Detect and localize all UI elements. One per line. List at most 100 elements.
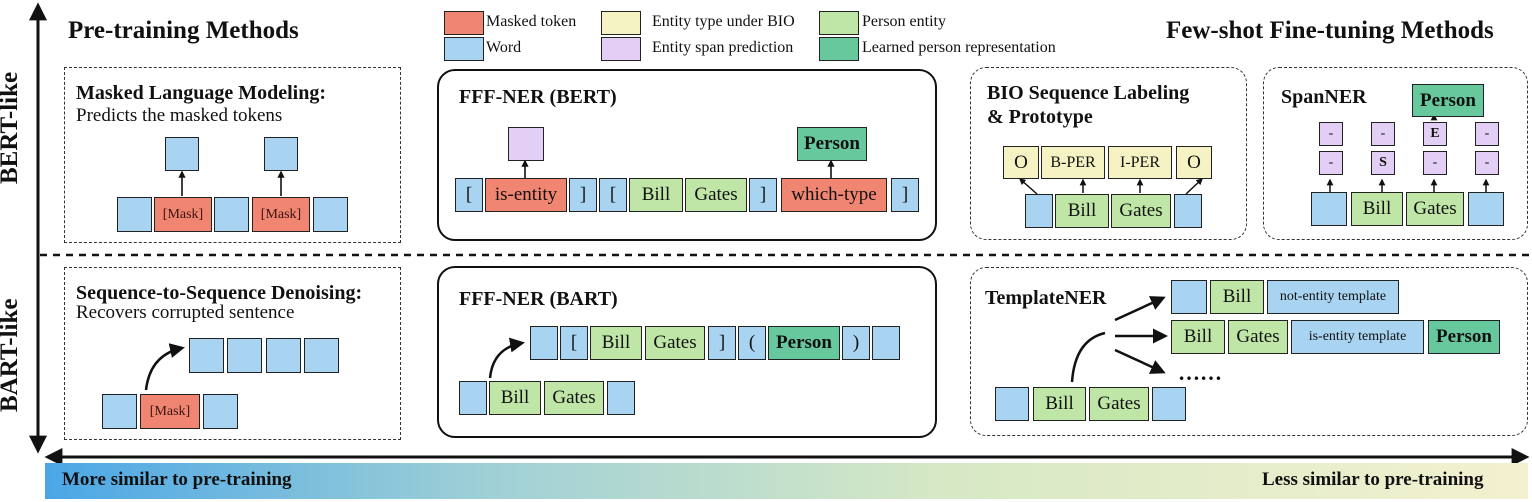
bracket-token: ]	[708, 326, 736, 360]
s2s-title: Sequence-to-Sequence Denoising:	[76, 282, 363, 304]
mlm-output-token	[264, 137, 298, 171]
spanner-title: SpanNER	[1281, 86, 1367, 108]
span-cell-end: E	[1423, 122, 1447, 146]
person-output-token: Person	[1428, 320, 1500, 354]
legend-label-word: Word	[486, 39, 522, 56]
bart-output-word	[872, 326, 900, 360]
s2s-input-word	[203, 394, 238, 429]
paren-token: )	[842, 326, 870, 360]
paren-token: (	[738, 326, 766, 360]
pretraining-methods-header: Pre-training Methods	[68, 17, 299, 44]
legend-label-person-entity: Person entity	[862, 13, 946, 30]
span-cell: -	[1475, 122, 1499, 146]
s2s-mask-token: [Mask]	[140, 394, 200, 429]
mlm-mask-token: [Mask]	[252, 197, 310, 232]
bart-output-word	[530, 326, 558, 360]
more-similar-label: More similar to pre-training	[62, 469, 292, 490]
bio-label-o: O	[1003, 146, 1039, 179]
is-entity-template: is-entity template	[1291, 320, 1424, 354]
s2s-subtitle: Recovers corrupted sentence	[76, 302, 295, 323]
bart-input-word	[459, 381, 487, 415]
word-bill: Bill	[629, 178, 683, 212]
legend-swatch-learned-person	[819, 37, 859, 61]
bracket-token: [	[455, 178, 483, 212]
legend-label-masked-token: Masked token	[486, 13, 577, 30]
word-bill: Bill	[590, 326, 642, 360]
legend-swatch-entity-type-bio	[601, 11, 641, 35]
bracket-token: [	[560, 326, 588, 360]
person-output-token: Person	[1412, 84, 1484, 117]
word-gates: Gates	[1406, 192, 1464, 226]
less-similar-label: Less similar to pre-training	[1262, 469, 1484, 490]
ellipsis: ……	[1178, 360, 1222, 385]
mlm-output-token	[165, 137, 199, 171]
word-bill: Bill	[1210, 280, 1264, 314]
bracket-token: ]	[891, 178, 919, 212]
bart-input-word	[607, 381, 635, 415]
bracket-token: ]	[749, 178, 777, 212]
span-cell: -	[1423, 151, 1447, 175]
span-cell: -	[1371, 122, 1395, 146]
word-gates: Gates	[645, 326, 705, 360]
bio-label-i-per: I-PER	[1108, 146, 1172, 179]
fffner-bert-title: FFF-NER (BERT)	[459, 86, 617, 108]
mlm-input-word	[214, 197, 249, 232]
is-entity-token: is-entity	[485, 178, 567, 212]
word-bill: Bill	[489, 381, 541, 415]
bio-title-line2: & Prototype	[987, 106, 1093, 128]
bracket-token: ]	[569, 178, 597, 212]
entity-span-output	[508, 127, 544, 161]
span-cell: -	[1319, 151, 1343, 175]
word-gates: Gates	[544, 381, 604, 415]
word-gates: Gates	[1089, 387, 1149, 421]
fffner-bart-panel	[437, 266, 937, 438]
template-word	[1171, 280, 1207, 314]
not-entity-template: not-entity template	[1267, 280, 1399, 314]
span-cell-start: S	[1371, 151, 1395, 175]
mlm-mask-token: [Mask]	[154, 197, 212, 232]
bracket-token: [	[599, 178, 627, 212]
template-input-word	[995, 387, 1029, 421]
word-gates: Gates	[685, 178, 747, 212]
bio-label-b-per: B-PER	[1041, 146, 1105, 179]
word-bill: Bill	[1171, 320, 1225, 354]
which-type-token: which-type	[781, 178, 887, 212]
word-gates: Gates	[1111, 194, 1171, 228]
s2s-panel	[64, 267, 401, 440]
mlm-input-word	[313, 197, 348, 232]
s2s-output-word	[189, 338, 224, 373]
legend-swatch-masked-token	[444, 11, 484, 35]
legend-swatch-word	[444, 37, 484, 61]
finetuning-methods-header: Few-shot Fine-tuning Methods	[1166, 17, 1494, 44]
bart-like-label: BART-like	[0, 298, 23, 412]
s2s-output-word	[304, 338, 339, 373]
mlm-panel	[64, 67, 401, 243]
span-cell: -	[1475, 151, 1499, 175]
person-output-token: Person	[797, 127, 867, 161]
bio-label-o: O	[1176, 146, 1212, 179]
bio-input-word	[1025, 194, 1053, 228]
word-bill: Bill	[1351, 192, 1403, 226]
word-gates: Gates	[1228, 320, 1288, 354]
spanner-panel	[1263, 67, 1528, 240]
span-input-word	[1311, 192, 1347, 226]
bio-input-word	[1174, 194, 1202, 228]
bio-panel	[970, 67, 1247, 240]
legend-label-entity-span: Entity span prediction	[652, 39, 794, 56]
fffner-bart-title: FFF-NER (BART)	[459, 288, 618, 310]
s2s-output-word	[227, 338, 262, 373]
bert-like-label: BERT-like	[0, 71, 23, 184]
legend-swatch-person-entity	[819, 11, 859, 35]
mlm-title: Masked Language Modeling:	[76, 82, 327, 104]
fffner-bert-panel	[437, 69, 937, 241]
s2s-input-word	[102, 394, 137, 429]
person-output-token: Person	[768, 326, 840, 360]
legend-label-entity-type-bio: Entity type under BIO	[652, 13, 795, 30]
templatener-panel	[970, 267, 1528, 436]
similarity-gradient-bar	[45, 463, 1528, 499]
template-input-word	[1152, 387, 1186, 421]
mlm-subtitle: Predicts the masked tokens	[76, 105, 283, 126]
span-input-word	[1468, 192, 1504, 226]
span-cell: -	[1319, 122, 1343, 146]
legend-swatch-entity-span	[601, 37, 641, 61]
